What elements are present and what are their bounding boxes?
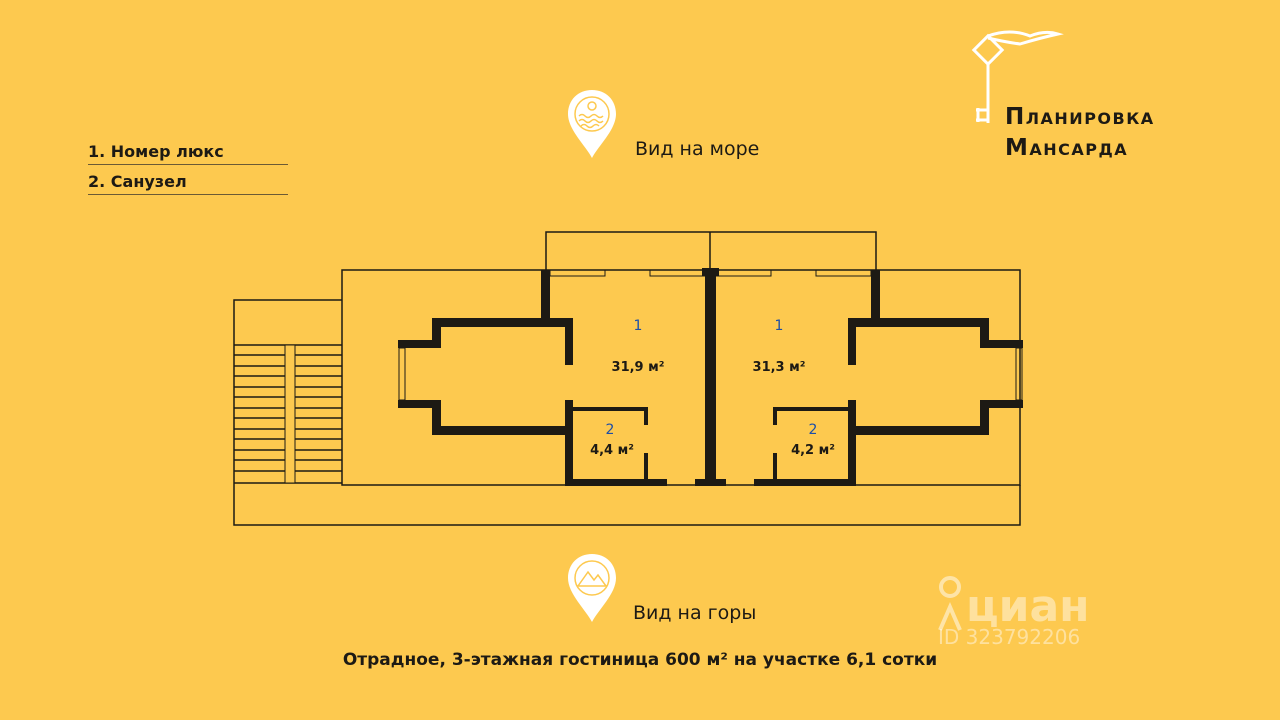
building-outline bbox=[341, 269, 1021, 486]
room-number: 1 bbox=[633, 318, 643, 334]
mountain-view-label: Вид на горы bbox=[633, 602, 757, 624]
watermark-id: ID 323792206 bbox=[938, 625, 1081, 649]
left-unit-walls bbox=[398, 268, 726, 486]
room-area: 4,2 м² bbox=[791, 443, 835, 458]
key-logo-icon bbox=[971, 30, 1064, 123]
room-area: 31,3 м² bbox=[752, 360, 806, 375]
room-area: 4,4 м² bbox=[590, 443, 634, 458]
legend-item-bathroom: 2. Санузел bbox=[88, 172, 288, 195]
room-number: 2 bbox=[808, 422, 818, 438]
watermark-brand: циан bbox=[966, 581, 1090, 632]
window bbox=[398, 347, 406, 401]
room-number: 1 bbox=[774, 318, 784, 334]
footer-caption: Отрадное, 3-этажная гостиница 600 м² на … bbox=[342, 650, 938, 670]
sea-view-pin-icon bbox=[568, 90, 616, 158]
room-number: 2 bbox=[605, 422, 615, 438]
window bbox=[649, 269, 706, 277]
bay-outline bbox=[545, 231, 877, 270]
terrace-outline bbox=[233, 299, 1021, 526]
window bbox=[549, 269, 606, 277]
mountain-view-pin-icon bbox=[568, 554, 616, 622]
legend-item-suite: 1. Номер люкс bbox=[88, 142, 288, 165]
room-area: 31,9 м² bbox=[611, 360, 665, 375]
sea-view-label: Вид на море bbox=[635, 138, 760, 160]
location-pin-icon bbox=[938, 576, 962, 631]
